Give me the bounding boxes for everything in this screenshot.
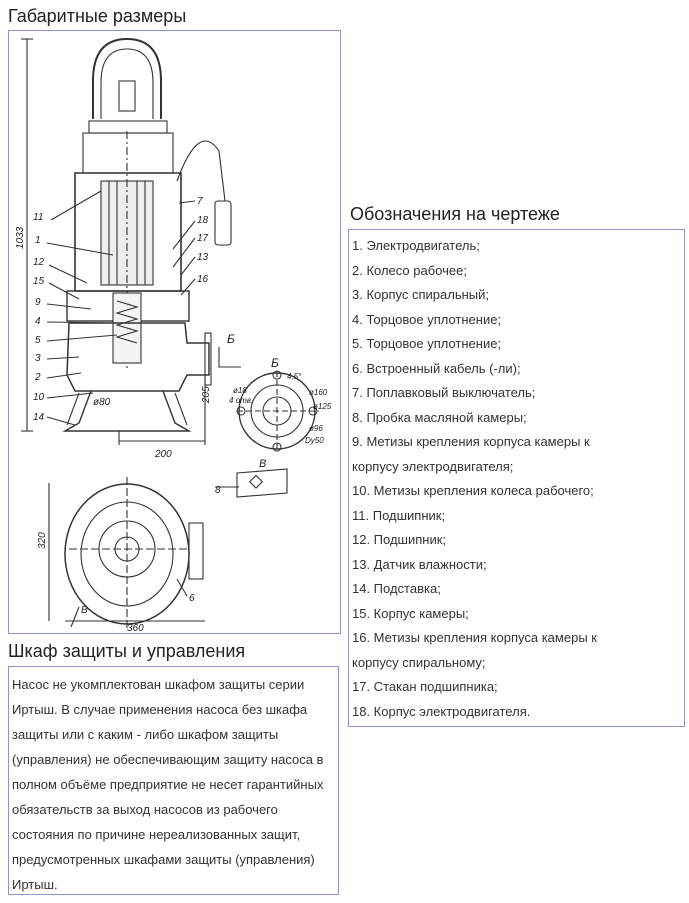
section-label-b: Б [227, 332, 235, 346]
legend-item: 12. Подшипник; [352, 532, 447, 547]
legend-item: 5. Торцовое уплотнение; [352, 336, 502, 351]
callout-12: 12 [33, 257, 45, 268]
callout-7: 7 [197, 196, 203, 207]
flange-holes: 4 отв. [229, 396, 253, 405]
cabinet-box: Насос не укомплектован шкафом защиты сер… [8, 666, 339, 895]
plan-dim-360: 360 [127, 623, 144, 633]
legend-item: 18. Корпус электродвигателя. [352, 703, 531, 719]
dim-outlet-80: ø80 [93, 397, 111, 408]
callout-2: 2 [34, 372, 41, 383]
callout-3: 3 [35, 353, 41, 364]
callout-18: 18 [197, 215, 209, 226]
callout-15: 15 [33, 276, 45, 287]
legend-list: 1. Электродвигатель; 2. Колесо рабочее; … [349, 230, 684, 724]
pump-drawing-svg: 11 1 12 15 9 4 5 3 2 10 14 7 18 17 13 16… [15, 37, 332, 634]
legend-item: 11. Подшипник; [352, 507, 446, 523]
legend-item: корпусу электродвигателя; [352, 458, 514, 474]
legend-item: 13. Датчик влажности; [352, 556, 487, 572]
dimensions-title: Габаритные размеры [8, 6, 187, 26]
legend-item: 15. Корпус камеры; [352, 605, 469, 621]
flange-angle: 4,5° [287, 372, 302, 381]
dim-width-200: 200 [154, 449, 172, 460]
callout-13: 13 [197, 252, 209, 263]
callout-10: 10 [33, 392, 45, 403]
callout-1: 1 [35, 235, 41, 246]
cabinet-title: Шкаф защиты и управления [8, 641, 246, 661]
dim-height-1033: 1033 [15, 226, 26, 249]
callout-16: 16 [197, 274, 209, 285]
legend-item: 9. Метизы крепления корпуса камеры к [352, 434, 590, 449]
legend-item: 3. Корпус спиральный; [352, 287, 490, 302]
legend-item: 10. Метизы крепления колеса рабочего; [352, 483, 594, 498]
plan-dim-320: 320 [37, 532, 48, 549]
callout-14: 14 [33, 412, 45, 423]
view-label-top: В [259, 458, 266, 470]
legend-item: 1. Электродвигатель; [352, 238, 480, 253]
flange-d18: ø18 [233, 386, 247, 395]
callout-11: 11 [33, 212, 43, 223]
legend-item: 8. Пробка масляной камеры; [352, 409, 527, 425]
callout-9: 9 [35, 297, 41, 308]
flange-d96: ø96 [309, 424, 323, 433]
flange-dy50: Dy50 [305, 436, 324, 445]
technical-drawing: 11 1 12 15 9 4 5 3 2 10 14 7 18 17 13 16… [8, 30, 341, 634]
callout-4: 4 [35, 316, 41, 327]
legend-item: 4. Торцовое уплотнение; [352, 311, 502, 327]
plan-callout-6: 6 [189, 593, 195, 604]
legend-item: корпусу спиральному; [352, 654, 486, 670]
flange-section-label: Б [271, 356, 279, 370]
view-arrow-8: 8 [215, 485, 221, 496]
callout-5: 5 [35, 335, 41, 346]
legend-item: 2. Колесо рабочее; [352, 262, 467, 278]
legend-item: 6. Встроенный кабель (-ли); [352, 360, 521, 376]
cabinet-description: Насос не укомплектован шкафом защиты сер… [12, 677, 324, 892]
legend-item: 7. Поплавковый выключатель; [352, 385, 536, 400]
legend-item: 17. Стакан подшипника; [352, 679, 498, 694]
flange-d160: ø160 [309, 388, 328, 397]
plan-view-arrow: В [81, 605, 88, 616]
dim-base-205: 205 [201, 386, 212, 404]
legend-title: Обозначения на чертеже [350, 204, 560, 224]
callout-17: 17 [197, 233, 209, 244]
flange-d125: ø125 [313, 402, 332, 411]
legend-box: 1. Электродвигатель; 2. Колесо рабочее; … [348, 229, 685, 727]
legend-item: 16. Метизы крепления корпуса камеры к [352, 630, 597, 645]
legend-item: 14. Подставка; [352, 581, 441, 596]
